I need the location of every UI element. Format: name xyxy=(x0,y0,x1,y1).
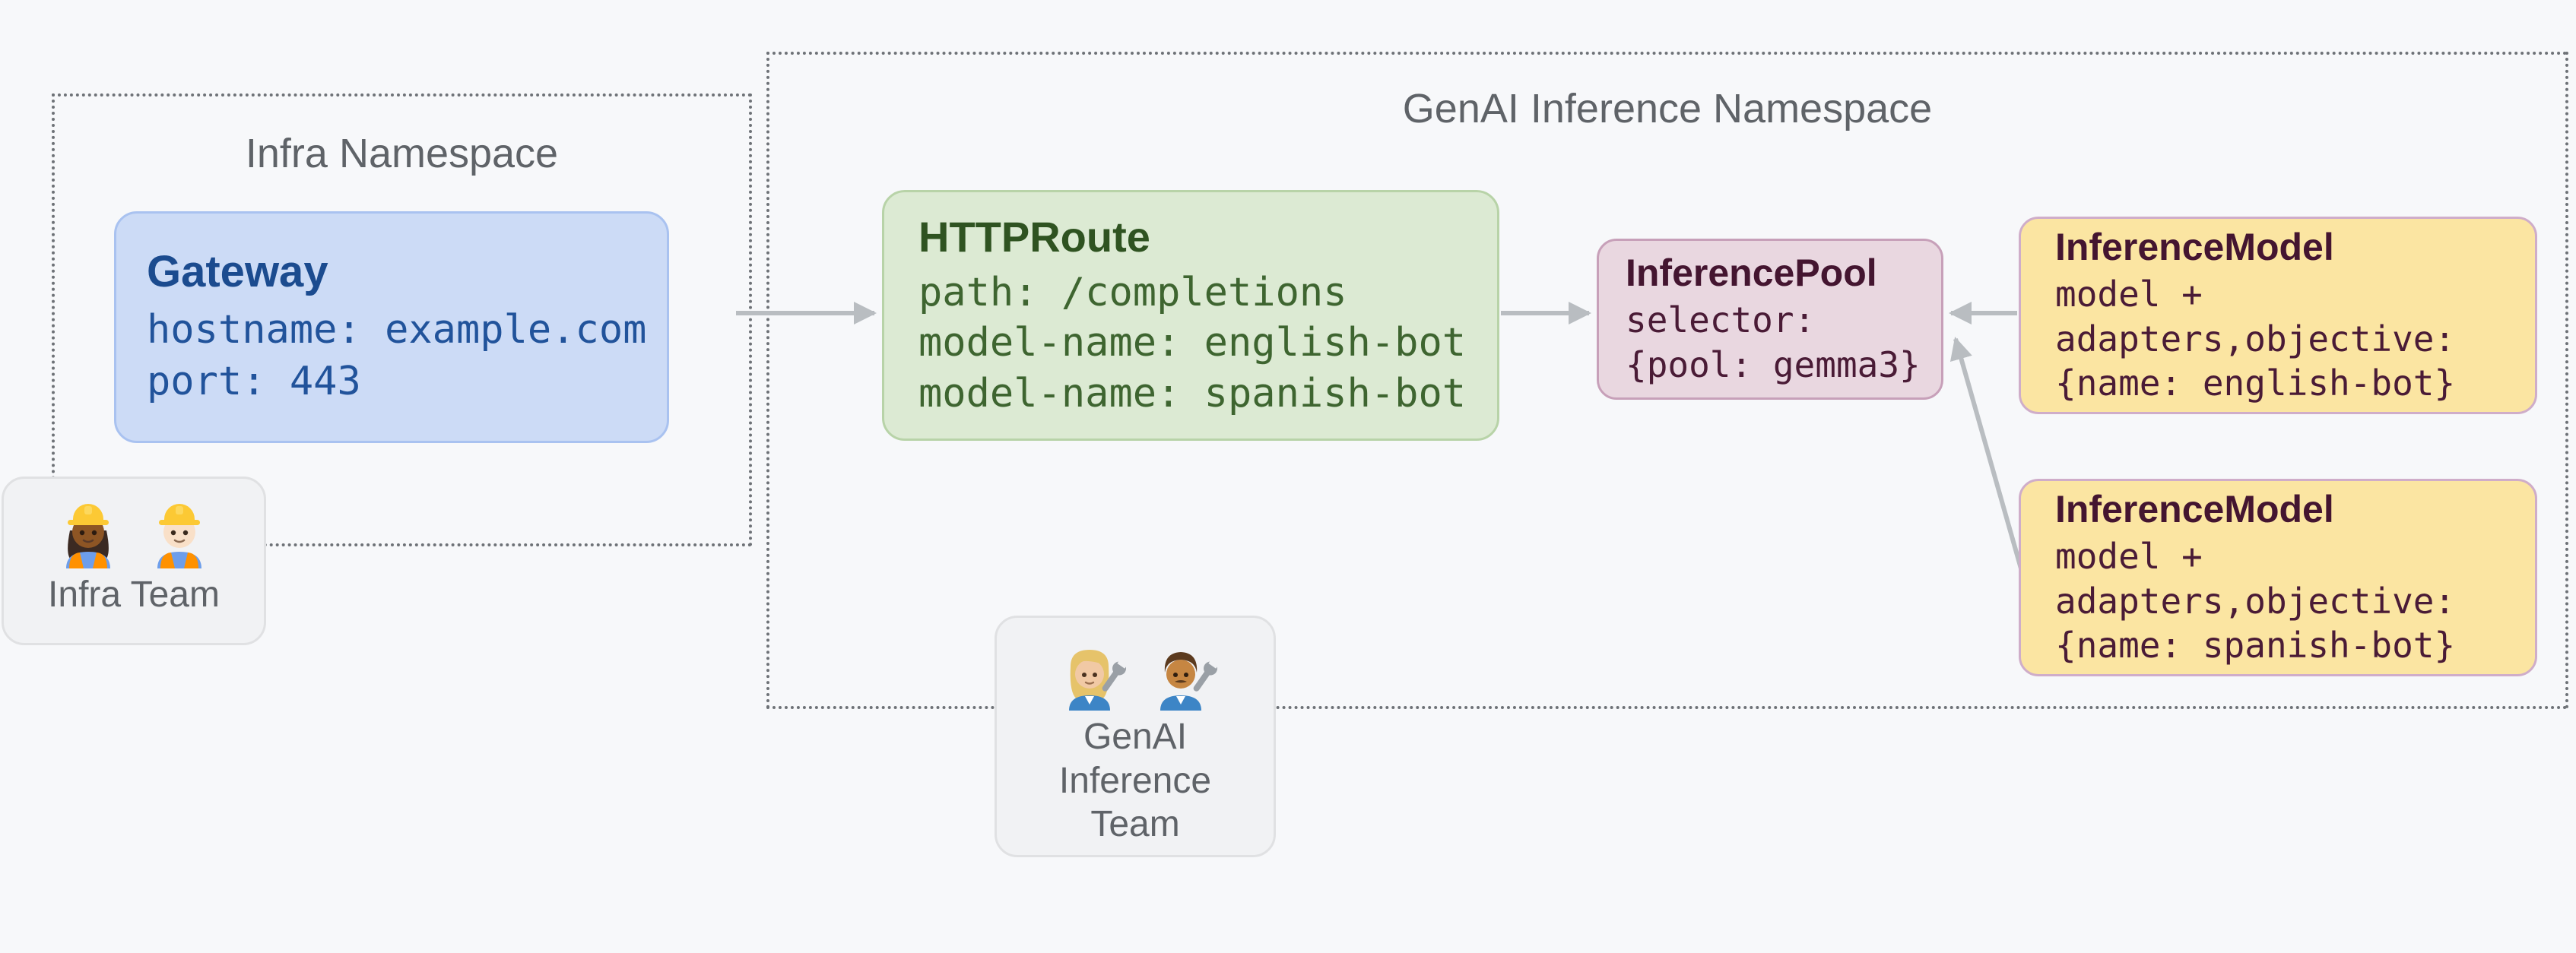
genai-namespace-title: GenAI Inference Namespace xyxy=(1402,86,1933,131)
inferencemodel-english-model-line: model + xyxy=(2055,274,2203,315)
inferencepool-selector-line: selector: xyxy=(1626,299,1816,341)
arrow-inferencemodel-spanish-to-inferencepool xyxy=(1949,337,2023,569)
genai-inference-team-label: GenAI Inference Team xyxy=(1058,717,1212,845)
inferencemodel-spanish-node: InferenceModel model + adapters,objectiv… xyxy=(2019,479,2537,676)
httproute-path-line: path: /completions xyxy=(918,269,1347,315)
genai-inference-team-card: GenAI Inference Team xyxy=(995,616,1276,857)
man-construction-worker-light-skin-icon xyxy=(157,504,201,568)
inferencemodel-english-node: InferenceModel model + adapters,objectiv… xyxy=(2019,217,2537,414)
httproute-node: HTTPRoute path: /completions model-name:… xyxy=(882,190,1499,441)
inferencemodel-english-adapters-line: adapters,objective: xyxy=(2055,318,2456,359)
inferencemodel-spanish-model-line: model + xyxy=(2055,536,2203,578)
gateway-port-line: port: 443 xyxy=(147,359,361,404)
infra-team-label: Infra Team xyxy=(48,575,220,615)
gateway-title: Gateway xyxy=(147,247,328,297)
wrench-icon xyxy=(1193,657,1220,692)
httproute-model-spanish-line: model-name: spanish-bot xyxy=(918,370,1467,416)
inferencemodel-spanish-adapters-line: adapters,objective: xyxy=(2055,580,2456,622)
infra-team-emoji-row xyxy=(46,492,221,568)
woman-construction-worker-medium-dark-skin-icon xyxy=(66,504,110,568)
inferencepool-title: InferencePool xyxy=(1626,252,1877,295)
woman-mechanic-light-skin-icon xyxy=(1069,650,1129,711)
infra-namespace-group: Infra Namespace xyxy=(52,93,752,546)
gateway-node: Gateway hostname: example.com port: 443 xyxy=(114,211,669,443)
infra-team-card: Infra Team xyxy=(2,476,266,645)
httproute-model-english-line: model-name: english-bot xyxy=(918,320,1467,366)
inferencepool-pool-line: {pool: gemma3} xyxy=(1626,344,1921,385)
inferencemodel-english-name-line: {name: english-bot} xyxy=(2055,363,2456,404)
inferencepool-node: InferencePool selector: {pool: gemma3} xyxy=(1597,239,1943,400)
inferencemodel-spanish-title: InferenceModel xyxy=(2055,488,2334,531)
wrench-icon xyxy=(1102,657,1129,692)
httproute-title: HTTPRoute xyxy=(918,212,1150,261)
genai-namespace-group: GenAI Inference Namespace xyxy=(766,52,2568,709)
inferencemodel-english-title: InferenceModel xyxy=(2055,226,2334,269)
genai-team-emoji-row xyxy=(1048,635,1223,711)
gateway-hostname-line: hostname: example.com xyxy=(147,307,647,353)
inferencemodel-spanish-name-line: {name: spanish-bot} xyxy=(2055,625,2456,666)
man-mechanic-medium-skin-icon xyxy=(1160,652,1220,711)
infra-namespace-title: Infra Namespace xyxy=(245,131,559,176)
